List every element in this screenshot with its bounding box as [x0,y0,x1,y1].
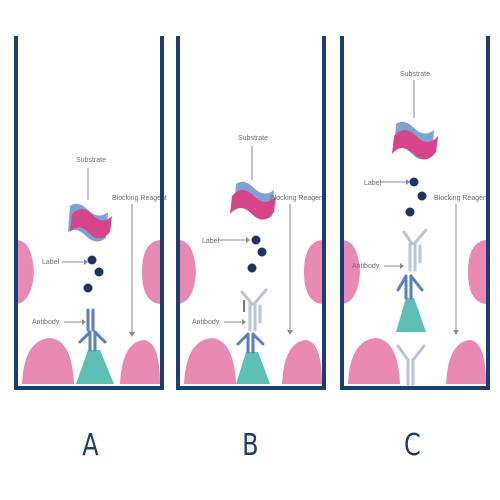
label-substrate: Substrate [76,157,106,164]
blocking-blob-left [16,240,34,304]
blocking-blob-right [468,240,486,304]
blocking-blob-bottom-right [282,340,322,384]
antibody-secondary [402,228,428,272]
antigen-triangle [76,350,114,384]
label-substrate: Substrate [400,71,430,78]
label-blocking-reagent: Blocking Reagent [270,195,325,202]
blocking-blob-bottom-left [22,338,74,384]
well-outline [340,36,490,390]
panel-c: Substrate Label Antibody Blocking Reagen… [338,0,498,463]
blocking-blob-right [142,240,160,304]
label-dot [247,263,257,273]
label-dot [87,255,97,265]
panel-letter: A [82,428,98,463]
label-antibody: Antibody [32,319,60,326]
label-label: Label [42,259,60,266]
panel-letter: B [242,428,258,463]
blocking-blob-bottom-left [348,338,400,384]
label-blocking-reagent: Blocking Reagent [112,195,167,202]
label-dot [405,207,415,217]
blocking-blob-right [304,240,322,304]
label-label: Label [364,180,382,187]
antibody-capture [396,344,426,386]
label-antibody: Antibody [192,319,220,326]
arrowhead [82,319,86,325]
label-label: Label [202,238,220,245]
blocking-blob-bottom-left [184,338,236,384]
arrowhead [453,330,459,335]
label-dot [83,283,93,293]
blocking-blob-bottom-right [446,340,486,384]
antibody-primary [78,308,107,352]
panel-letter: C [404,428,421,463]
arrowhead [287,330,293,335]
antibody-primary [236,332,265,354]
panel-a: Substrate Label Antibody Blocking Reagen… [12,0,172,463]
label-dot [409,177,419,187]
arrowhead [246,237,250,243]
blocking-blob-left [178,240,196,304]
panel-b: Substrate Label Antibody Blocking Reagen… [174,0,334,463]
arrowhead [129,332,135,337]
label-substrate: Substrate [238,135,268,142]
antibody-primary [396,274,424,300]
substrate-shape [392,121,438,160]
blocking-blob-bottom-right [120,340,160,384]
substrate-shape [230,181,276,220]
arrowhead [242,319,246,325]
panel-a-diagram: Substrate Label Antibody Blocking Reagen… [14,36,167,390]
panel-c-diagram: Substrate Label Antibody Blocking Reagen… [340,36,490,390]
label-dot [257,247,267,257]
antigen-triangle [396,298,426,332]
label-antibody: Antibody [352,263,380,270]
blocking-blob-left [342,240,360,304]
arrowhead [400,263,404,269]
label-dot [251,235,261,245]
panel-b-diagram: Substrate Label Antibody Blocking Reagen… [176,36,326,390]
well-outline [176,36,326,390]
label-blocking-reagent: Blocking Reagent [434,195,489,202]
antibody-secondary [240,288,268,332]
label-dot [417,191,427,201]
substrate-shape [68,203,112,242]
antigen-triangle [236,352,270,384]
arrowhead [84,259,88,265]
arrowhead [406,179,410,185]
well-outline [14,36,164,390]
label-dot [94,267,104,277]
